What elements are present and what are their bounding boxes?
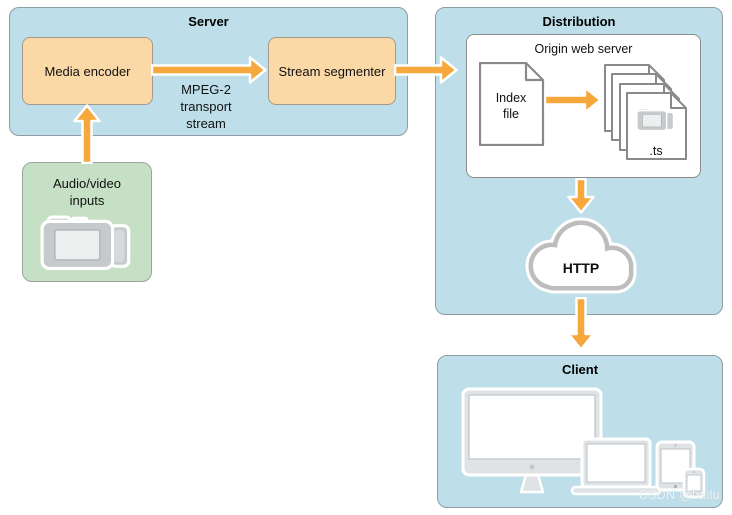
camcorder-icon: [40, 215, 131, 271]
server-panel: Server Media encoder Stream segmenter MP…: [9, 7, 408, 136]
audio-video-inputs-label: Audio/video inputs: [53, 176, 121, 208]
arrow-origin-to-cloud: [567, 178, 595, 214]
arrow-index-to-ts: [544, 86, 602, 114]
smartphone-icon: [682, 467, 706, 499]
distribution-panel: Distribution Origin web server Index fil…: [435, 7, 723, 315]
ts-camcorder-icon: [636, 108, 675, 132]
origin-web-server-box: Origin web server Index file: [466, 34, 701, 178]
server-title: Server: [188, 14, 229, 29]
arrow-inputs-to-encoder: [73, 104, 101, 164]
mpeg-transport-stream-label: MPEG-2 transport stream: [180, 82, 232, 131]
http-cloud-icon: HTTP: [519, 214, 647, 304]
arrow-segmenter-to-distribution: [394, 56, 458, 84]
laptop-icon: [570, 437, 662, 496]
watermark: CSDN @bailu: [638, 488, 720, 502]
arrow-encoder-to-segmenter: [151, 56, 267, 84]
desktop-monitor-icon: [461, 387, 603, 494]
media-encoder-box: Media encoder: [22, 37, 153, 105]
stream-segmenter-label: Stream segmenter: [278, 63, 386, 79]
index-file-icon: [479, 62, 545, 146]
arrow-cloud-to-client: [567, 297, 595, 351]
media-encoder-label: Media encoder: [44, 63, 131, 79]
index-file-label: Index file: [495, 91, 527, 121]
ts-label: .ts: [649, 144, 662, 158]
ts-file-stack-icon: .ts: [604, 64, 687, 160]
client-devices: [461, 387, 706, 499]
origin-web-server-title: Origin web server: [534, 42, 633, 56]
http-label: HTTP: [563, 260, 600, 276]
audio-video-inputs-box: Audio/video inputs: [22, 162, 152, 282]
client-title: Client: [561, 362, 599, 377]
distribution-title: Distribution: [542, 14, 616, 29]
stream-segmenter-box: Stream segmenter: [268, 37, 396, 105]
client-panel: Client: [437, 355, 723, 508]
